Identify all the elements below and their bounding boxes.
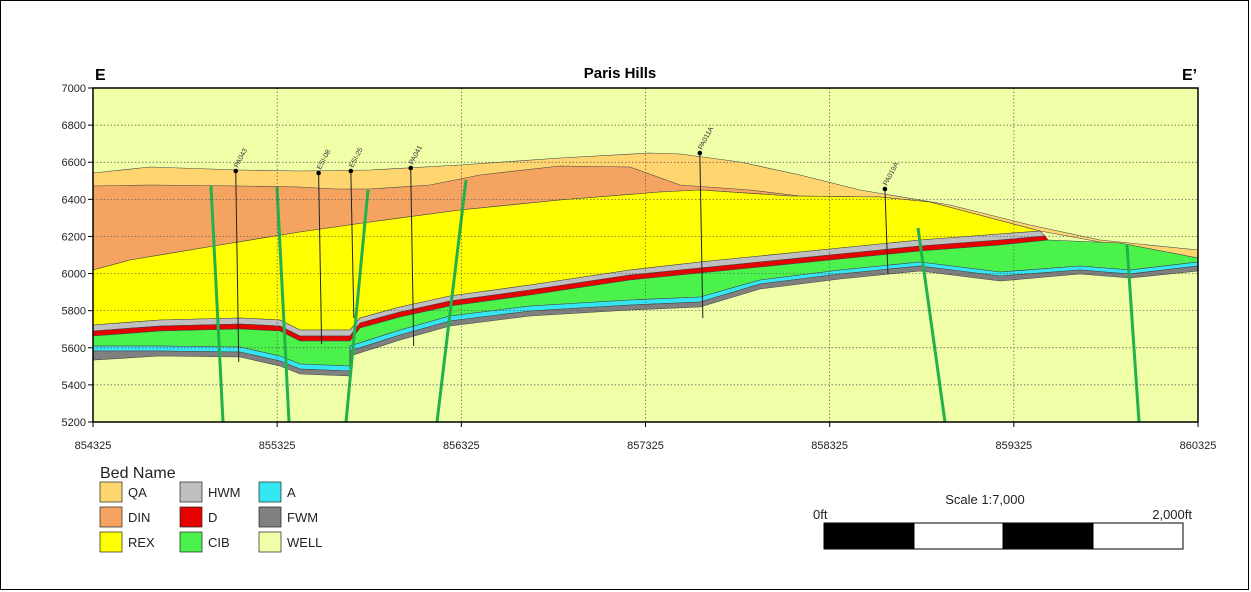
chart-title: Paris Hills (584, 65, 657, 82)
scale-segment (913, 522, 1004, 550)
well-trace (410, 167, 415, 347)
legend-swatch (258, 481, 282, 503)
y-tick-label: 6000 (62, 269, 86, 281)
fault-line (435, 179, 468, 423)
well-head-marker (882, 186, 888, 192)
legend-swatch (99, 506, 123, 528)
well-trace (350, 170, 355, 319)
y-tick-label: 6800 (62, 120, 86, 132)
legend-label: D (208, 510, 217, 525)
fault-lines (209, 179, 1141, 423)
well-head-marker (316, 170, 321, 176)
legend-swatch (179, 481, 203, 503)
legend-label: QA (128, 485, 147, 500)
legend-label: HWM (208, 485, 241, 500)
y-tick-label: 5200 (62, 417, 86, 429)
section-start-label: E (95, 67, 106, 84)
legend-swatch (258, 531, 282, 553)
y-tick-label: 5800 (62, 306, 86, 318)
legend: Bed Name QA HWM A DIN D FWM REX CIB WELL (99, 465, 322, 553)
y-tick-label: 6600 (62, 157, 86, 169)
scale-bar: Scale 1:7,000 0ft 2,000ft (813, 492, 1192, 550)
fault-line (916, 227, 947, 423)
legend-swatch (258, 506, 282, 528)
fault-line (1125, 244, 1141, 423)
x-tick-label: 858325 (811, 440, 848, 452)
x-tick-label: 856325 (443, 440, 480, 452)
fault-line (344, 189, 370, 423)
legend-swatch (179, 531, 203, 553)
fault-line (209, 185, 225, 423)
x-tick-label: 855325 (259, 440, 296, 452)
x-tick-label: 854325 (75, 440, 112, 452)
well-trace (235, 170, 240, 363)
section-end-label: E’ (1182, 67, 1197, 84)
y-tick-label: 6400 (62, 194, 86, 206)
scale-end-label: 2,000ft (1152, 507, 1192, 522)
legend-swatch (99, 531, 123, 553)
x-tick-label: 860325 (1180, 440, 1217, 452)
well-trace (699, 152, 704, 319)
y-tick-label: 5600 (62, 343, 86, 355)
x-tick-label: 859325 (995, 440, 1032, 452)
well-head-marker (348, 168, 354, 174)
legend-label: WELL (287, 535, 322, 550)
y-tick-label: 7000 (62, 83, 86, 95)
fault-line (275, 186, 291, 423)
grid-lines (93, 88, 1198, 422)
legend-label: DIN (128, 510, 150, 525)
well-head-marker (408, 165, 413, 171)
x-tick-label: 857325 (627, 440, 664, 452)
y-axis-ticks: 7000 6800 6600 6400 6200 6000 5800 5600 5400 5200 (62, 83, 93, 429)
legend-title: Bed Name (100, 465, 176, 482)
scale-segment (1002, 522, 1094, 550)
legend-label: CIB (208, 535, 230, 550)
well-trace (318, 172, 323, 345)
scale-start-label: 0ft (813, 507, 828, 522)
scale-segment (823, 522, 915, 550)
well-head-marker (233, 168, 239, 174)
well-head-marker (697, 150, 703, 156)
y-tick-label: 5400 (62, 380, 86, 392)
legend-label: A (287, 485, 296, 500)
y-tick-label: 6200 (62, 231, 86, 243)
scale-segment (1092, 522, 1184, 550)
legend-label: FWM (287, 510, 318, 525)
legend-swatch (179, 506, 203, 528)
legend-label: REX (128, 535, 155, 550)
well-trace (884, 188, 889, 275)
legend-swatch (99, 481, 123, 503)
x-axis-ticks: 854325 855325 856325 857325 858325 859325 8603… (75, 422, 1217, 452)
scale-title: Scale 1:7,000 (945, 492, 1025, 507)
